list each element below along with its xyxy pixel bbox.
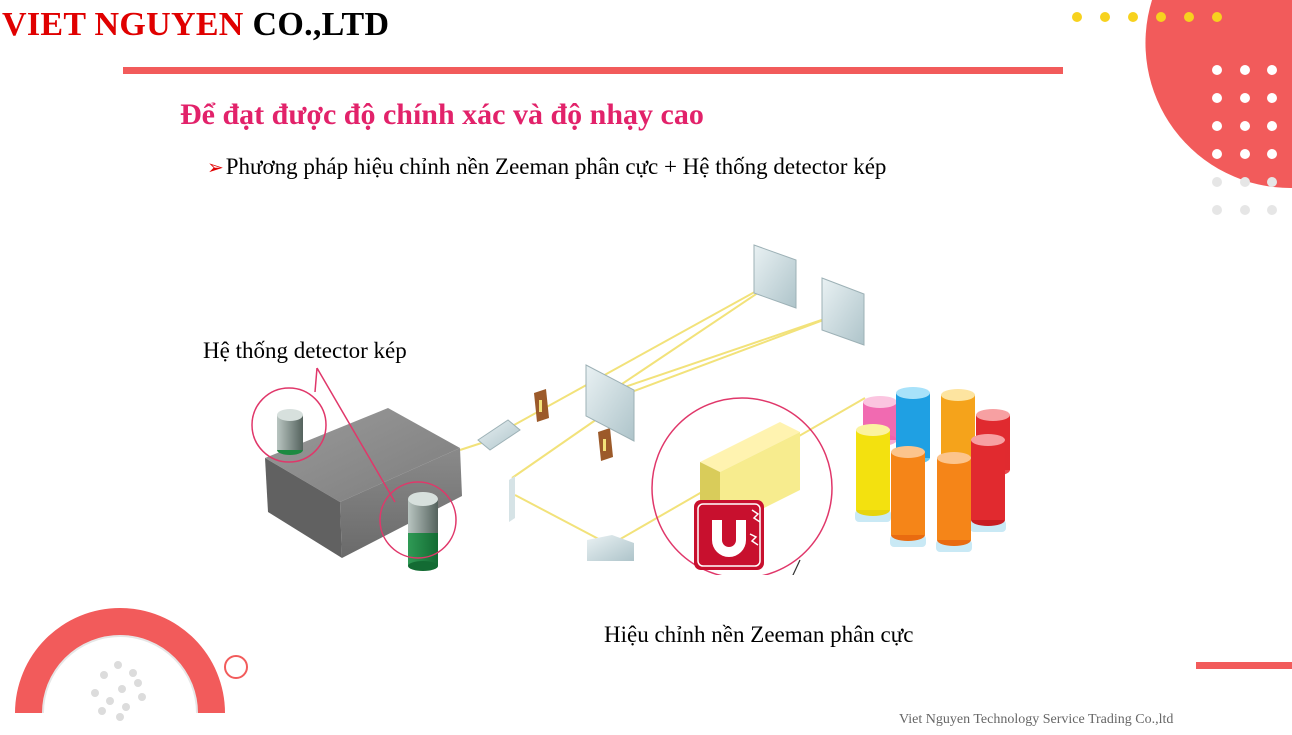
slide-heading: Để đạt được độ chính xác và độ nhạy cao [180,98,704,131]
zeeman-correction-label: Hiệu chỉnh nền Zeeman phân cực [604,622,914,647]
bullet-point: ➢Phương pháp hiệu chỉnh nền Zeeman phân … [207,154,886,180]
brand-logo-text: VIET NGUYEN CO.,LTD [2,6,389,44]
bottom-left-decoration [15,608,248,721]
detector-system-label: Hệ thống detector kép [203,338,407,363]
brand-name-red: VIET NGUYEN [2,6,244,43]
bullet-text: Phương pháp hiệu chỉnh nền Zeeman phân c… [225,154,887,179]
bullet-arrow-icon: ➢ [207,157,224,179]
header-divider [123,67,1063,74]
optical-system-diagram [251,244,1010,575]
bottom-right-accent-bar [1196,662,1292,669]
brand-name-black: CO.,LTD [252,6,390,43]
footer-company-name: Viet Nguyen Technology Service Trading C… [899,712,1174,727]
top-right-decoration [1072,0,1292,215]
